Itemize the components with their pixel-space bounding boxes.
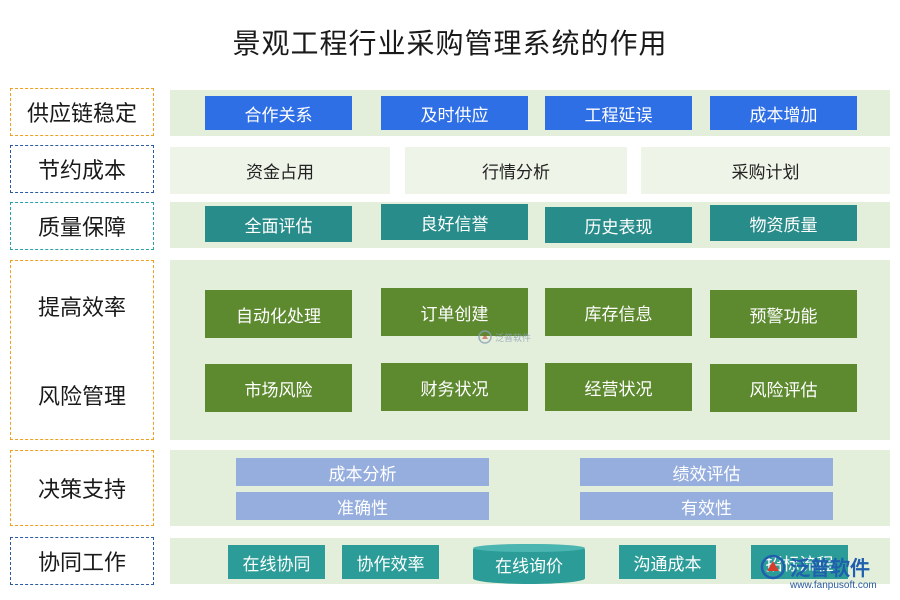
item-full-eval: 全面评估 [205,206,352,242]
item-capital: 资金占用 [170,147,390,194]
label-efficiency-risk: 提高效率 风险管理 [10,260,154,440]
item-market-risk: 市场风险 [205,364,352,412]
item-order-create: 订单创建 [381,288,528,336]
item-market-analysis: 行情分析 [405,147,627,194]
label-quality: 质量保障 [10,202,154,250]
watermark-center-text: 泛普软件 [495,333,532,344]
label-collab: 协同工作 [10,537,154,585]
band-efficiency-risk [170,260,890,440]
item-risk-eval: 风险评估 [710,364,857,412]
item-operation: 经营状况 [545,363,692,411]
watermark-brand-text: 泛普软件 [790,558,870,580]
watermark-center: 泛普软件 [478,330,531,344]
watermark-logo-icon [478,330,492,344]
item-purchase-plan: 采购计划 [641,147,890,194]
label-efficiency-text: 提高效率 [37,295,126,321]
watermark-url: www.fanpusoft.com [790,580,877,591]
item-effectiveness: 有效性 [580,492,833,520]
item-online-collab: 在线协同 [228,545,325,579]
item-performance: 绩效评估 [580,458,833,486]
label-risk-text: 风险管理 [37,384,126,410]
label-supply-text: 供应链稳定 [26,102,137,127]
item-reputation: 良好信誉 [381,204,528,240]
item-material-quality: 物资质量 [710,205,857,241]
page-title: 景观工程行业采购管理系统的作用 [232,27,668,60]
watermark-brand: 泛普软件 [760,552,870,581]
label-decision: 决策支持 [10,450,154,526]
item-cooperation: 合作关系 [205,96,352,130]
item-timely-supply: 及时供应 [381,96,528,130]
item-cost-increase: 成本增加 [710,96,857,130]
brand-logo-icon [760,554,786,579]
label-supply: 供应链稳定 [10,88,154,136]
item-comm-cost: 沟通成本 [619,545,716,579]
item-accuracy: 准确性 [236,492,489,520]
item-warning: 预警功能 [710,290,857,338]
label-decision-text: 决策支持 [37,478,126,503]
item-project-delay: 工程延误 [545,96,692,130]
label-cost-text: 节约成本 [37,159,126,184]
label-collab-text: 协同工作 [37,551,126,576]
item-inventory: 库存信息 [545,288,692,336]
item-collab-efficiency: 协作效率 [342,545,439,579]
label-cost: 节约成本 [10,145,154,193]
item-financial: 财务状况 [381,363,528,411]
item-online-inquiry: 在线询价 [473,544,585,584]
item-automation: 自动化处理 [205,290,352,338]
label-quality-text: 质量保障 [37,216,126,241]
item-cost-analysis: 成本分析 [236,458,489,486]
item-history: 历史表现 [545,207,692,243]
